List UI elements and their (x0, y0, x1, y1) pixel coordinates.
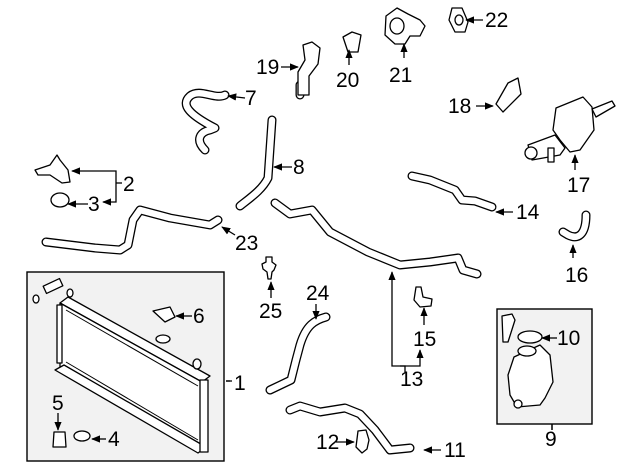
callout-5[interactable]: 5 (52, 392, 64, 431)
callout-label-1: 1 (234, 372, 246, 395)
upper-bracket-part[interactable] (152, 306, 176, 323)
callout-label-19: 19 (256, 56, 279, 79)
leader-line (227, 93, 246, 101)
heater-pipe-part[interactable] (407, 171, 497, 212)
callout-label-13: 13 (400, 368, 423, 391)
reservoir-hose-part[interactable] (265, 312, 331, 395)
thermostat-part[interactable] (342, 31, 362, 53)
leader-line (221, 226, 236, 236)
callout-24[interactable]: 24 (306, 282, 330, 320)
callout-label-7: 7 (245, 87, 257, 110)
pipe-bracket-part[interactable] (413, 286, 433, 308)
callout-25[interactable]: 25 (259, 281, 282, 323)
callout-16[interactable]: 16 (565, 244, 588, 287)
callout-label-6: 6 (193, 305, 205, 328)
callout-19[interactable]: 19 (256, 56, 299, 79)
callout-label-18: 18 (448, 95, 471, 118)
water-pipe-assembly-part[interactable] (270, 198, 482, 279)
radiator-part[interactable] (32, 277, 211, 454)
callout-label-3: 3 (88, 193, 100, 216)
lower-hose-part[interactable] (235, 115, 277, 211)
callout-label-24: 24 (306, 282, 330, 305)
callout-label-22: 22 (485, 9, 508, 32)
callout-10[interactable]: 10 (541, 327, 580, 350)
callout-6[interactable]: 6 (175, 305, 205, 328)
callout-label-15: 15 (413, 328, 436, 351)
bracket-kit-part[interactable] (34, 154, 71, 184)
callout-12[interactable]: 12 (316, 431, 355, 454)
leader-line (71, 167, 117, 183)
callout-label-14: 14 (516, 201, 540, 224)
callout-label-9: 9 (545, 428, 557, 451)
callout-label-20: 20 (336, 69, 359, 92)
callout-21[interactable]: 21 (389, 43, 412, 87)
reservoir-part[interactable] (507, 344, 554, 409)
callout-label-25: 25 (259, 300, 282, 323)
callout-label-12: 12 (316, 431, 339, 454)
water-inlet-part[interactable] (384, 7, 426, 45)
water-outlet-part[interactable] (297, 41, 321, 96)
leader-line (102, 183, 117, 206)
callout-7[interactable]: 7 (227, 87, 257, 110)
drain-plug-part[interactable] (52, 431, 67, 448)
upper-hose-part[interactable] (181, 88, 230, 155)
callout-label-10: 10 (557, 327, 580, 350)
callout-18[interactable]: 18 (448, 95, 494, 118)
callout-17[interactable]: 17 (567, 154, 590, 197)
housing-gasket-part[interactable] (495, 77, 522, 113)
leader-line (388, 271, 405, 367)
callout-label-17: 17 (567, 174, 590, 197)
callout-23[interactable]: 23 (221, 226, 258, 255)
insulator-part[interactable] (50, 192, 70, 208)
callout-15[interactable]: 15 (413, 307, 436, 351)
callout-11[interactable]: 11 (423, 439, 466, 462)
callout-label-23: 23 (235, 232, 258, 255)
hose-clamp-part[interactable] (355, 429, 370, 454)
callout-4[interactable]: 4 (91, 428, 120, 451)
callout-8[interactable]: 8 (273, 156, 305, 179)
thermostat-housing-part[interactable] (524, 96, 616, 163)
temperature-sensor-part[interactable] (261, 256, 277, 280)
callout-22[interactable]: 22 (465, 9, 508, 32)
callout-9[interactable]: 9 (545, 424, 557, 451)
leader-line (405, 349, 424, 367)
inlet-gasket-part[interactable] (448, 7, 469, 33)
callout-3[interactable]: 3 (67, 193, 100, 216)
callout-label-11: 11 (444, 439, 466, 462)
callout-20[interactable]: 20 (336, 49, 359, 92)
lower-insulator-part[interactable] (73, 430, 91, 442)
callout-label-4: 4 (108, 428, 120, 451)
callout-label-5: 5 (52, 392, 64, 415)
callout-label-16: 16 (565, 264, 588, 287)
heater-hose-part[interactable] (558, 210, 591, 242)
callout-14[interactable]: 14 (495, 201, 540, 224)
leader-stub (400, 365, 406, 372)
callout-label-8: 8 (293, 156, 305, 179)
callout-label-21: 21 (389, 64, 412, 87)
callout-1[interactable]: 1 (226, 372, 246, 395)
bypass-hose-part[interactable] (285, 401, 415, 455)
callout-label-2: 2 (123, 173, 135, 196)
overflow-hose-part[interactable] (41, 205, 223, 255)
callout-2[interactable]: 2 (71, 167, 135, 206)
